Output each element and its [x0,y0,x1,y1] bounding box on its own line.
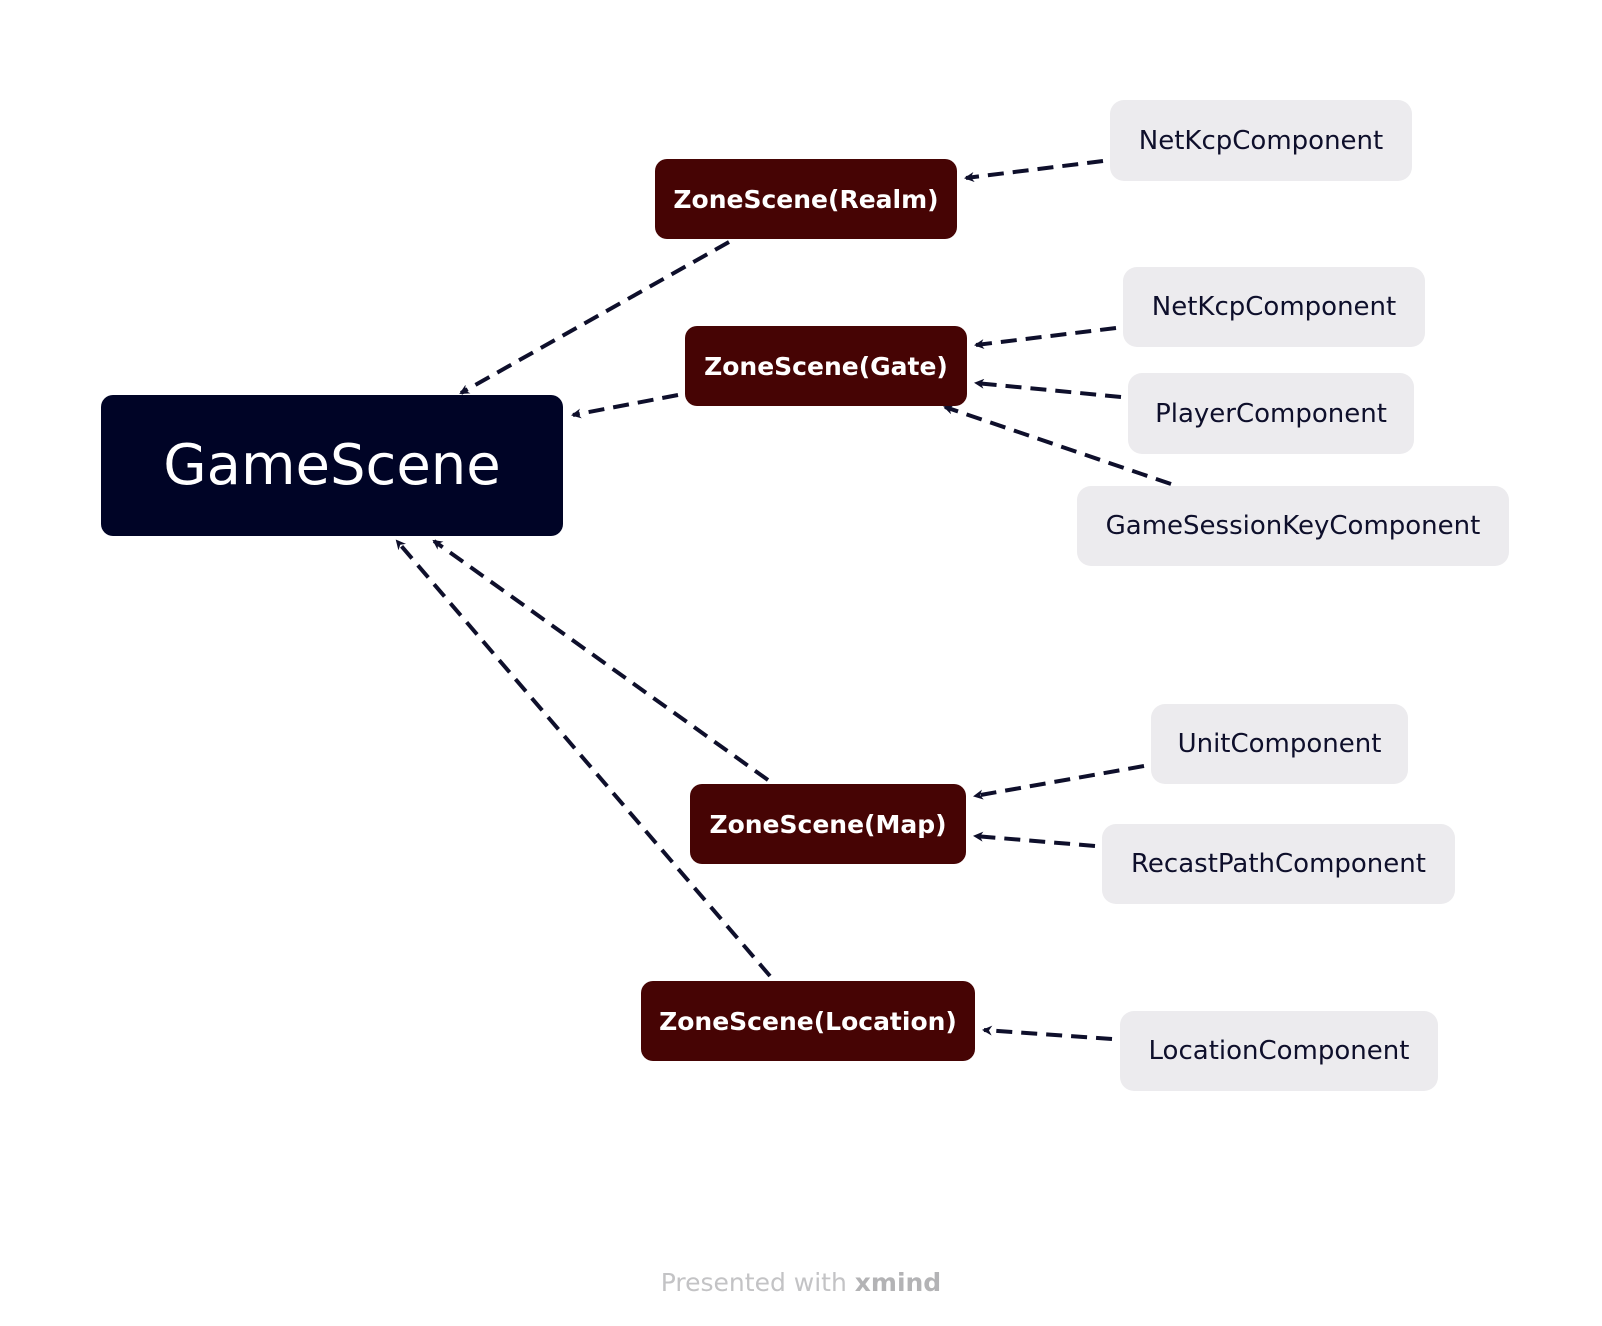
zone-node-label: ZoneScene(Gate) [704,351,948,381]
edge-gate-sessionkey-to-gate [943,404,1172,486]
footer-attribution: Presented with xmind [0,1268,1602,1297]
component-node-location-location[interactable]: LocationComponent [1120,1011,1438,1091]
component-node-label: NetKcpComponent [1138,125,1384,156]
edge-gate-to-gamescene [571,393,679,419]
component-node-map-recast[interactable]: RecastPathComponent [1102,824,1455,904]
component-node-realm-netkcp[interactable]: NetKcpComponent [1110,100,1412,181]
edge-map-unit-to-map [973,764,1145,800]
component-node-label: RecastPathComponent [1131,849,1426,879]
component-node-label: NetKcpComponent [1151,292,1397,322]
component-node-gate-netkcp[interactable]: NetKcpComponent [1123,267,1425,347]
footer-presented-with: Presented with [660,1268,855,1297]
edge-realm-netkcp-to-realm [964,159,1104,182]
component-node-gate-player[interactable]: PlayerComponent [1128,373,1414,454]
zone-node-realm[interactable]: ZoneScene(Realm) [655,159,957,239]
zone-node-label: ZoneScene(Location) [659,1006,957,1036]
edge-map-to-gamescene [432,539,770,782]
component-node-map-unit[interactable]: UnitComponent [1151,704,1408,784]
zone-node-gate[interactable]: ZoneScene(Gate) [685,326,967,406]
edge-gate-netkcp-to-gate [974,326,1117,349]
component-node-label: LocationComponent [1148,1036,1410,1066]
root-node-label: GameScene [163,433,501,498]
component-node-label: UnitComponent [1177,729,1382,759]
component-node-label: GameSessionKeyComponent [1105,511,1481,541]
zone-node-label: ZoneScene(Realm) [673,184,939,214]
component-node-gate-sessionkey[interactable]: GameSessionKeyComponent [1077,486,1509,566]
edge-gate-player-to-gate [974,378,1122,399]
edge-location-location-to-location [982,1025,1113,1041]
component-node-label: PlayerComponent [1155,398,1387,429]
zone-node-location[interactable]: ZoneScene(Location) [641,981,975,1061]
edge-location-to-gamescene [395,539,772,978]
edge-realm-to-gamescene [459,240,730,395]
zone-node-map[interactable]: ZoneScene(Map) [690,784,966,864]
edge-map-recast-to-map [973,831,1096,848]
root-node-gamescene[interactable]: GameScene [101,395,563,536]
zone-node-label: ZoneScene(Map) [709,809,947,839]
footer-brand-xmind[interactable]: xmind [854,1268,942,1297]
